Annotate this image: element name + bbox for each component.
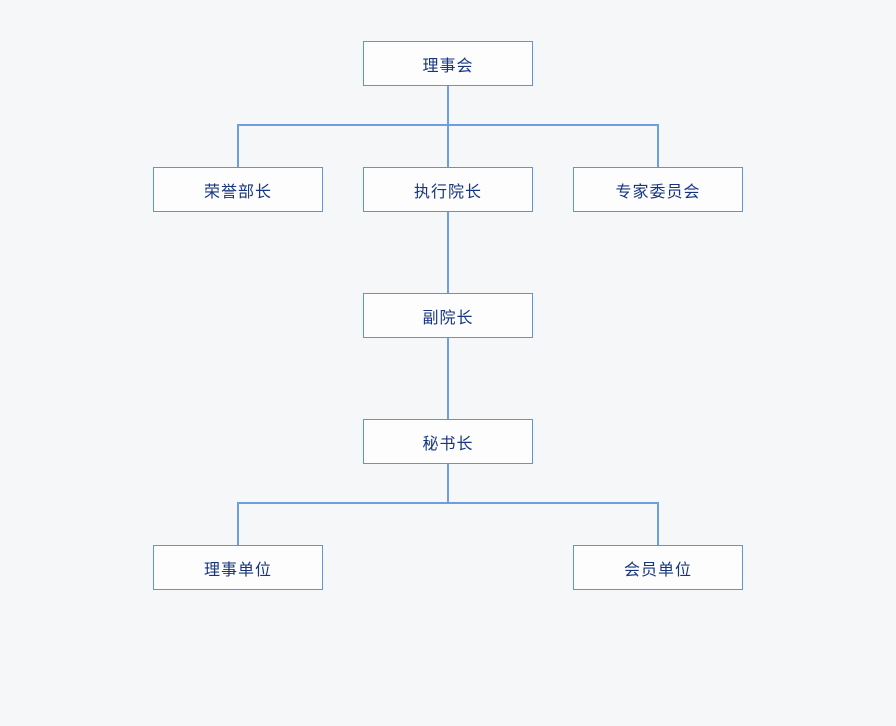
org-node-board: 理事会 xyxy=(363,41,533,86)
connector-dean-to-vicedean xyxy=(447,212,449,293)
org-node-executive-dean: 执行院长 xyxy=(363,167,533,212)
connector-vicedean-to-secretary xyxy=(447,338,449,419)
org-node-vice-dean: 副院长 xyxy=(363,293,533,338)
connector-secretary-down xyxy=(447,464,449,504)
org-node-director-units: 理事单位 xyxy=(153,545,323,590)
connector-level5-horizontal xyxy=(237,502,659,504)
connector-member-down xyxy=(657,502,659,545)
org-node-honorary-minister: 荣誉部长 xyxy=(153,167,323,212)
connector-board-down xyxy=(447,86,449,167)
connector-honorary-down xyxy=(237,124,239,167)
connector-level2-horizontal xyxy=(237,124,659,126)
connector-expert-down xyxy=(657,124,659,167)
connector-director-down xyxy=(237,502,239,545)
org-node-secretary-general: 秘书长 xyxy=(363,419,533,464)
org-node-expert-committee: 专家委员会 xyxy=(573,167,743,212)
org-node-member-units: 会员单位 xyxy=(573,545,743,590)
